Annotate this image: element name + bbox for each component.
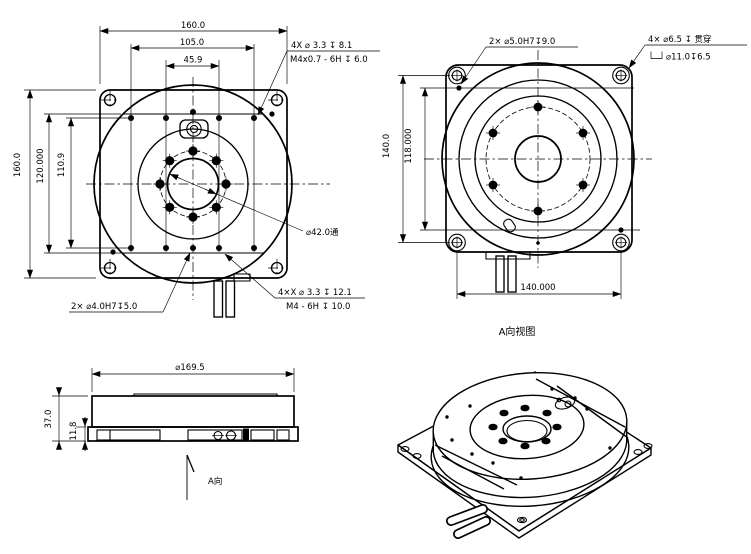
dim-aview-dowel-span-v: 118.000 xyxy=(404,128,414,163)
side-view-arrow-label: A向 xyxy=(208,476,222,487)
side-dark-clamp xyxy=(243,428,249,441)
dim-front-hole-row-span: 110.9 xyxy=(57,153,67,177)
front-hub-circle xyxy=(137,128,249,240)
iso-cables xyxy=(446,504,491,539)
note-front-center-hole: ⌀42.0通 xyxy=(306,227,339,238)
dim-side-total-height: 37.0 xyxy=(44,410,54,429)
front-cable-wires xyxy=(213,273,251,318)
a-view: 2× ⌀5.0H7↧9.0 4× ⌀6.5 ↧ 贯穿 ⌀11.0↧6.5 140… xyxy=(382,34,747,338)
dim-front-width-top: 160.0 xyxy=(181,21,205,31)
front-center-hole xyxy=(166,157,220,211)
dim-front-height-left: 160.0 xyxy=(13,153,23,177)
front-table-circle xyxy=(93,84,293,284)
front-corner-holes xyxy=(101,91,286,277)
front-leaders xyxy=(69,50,380,313)
aview-hub-circle xyxy=(474,95,602,223)
front-view: 160.0 105.0 45.9 160.0 120.000 110.9 4X … xyxy=(13,21,380,318)
dim-aview-corner-span-h: 140.000 xyxy=(520,283,555,293)
front-base-plate-outline xyxy=(99,89,288,279)
side-view: ⌀169.5 37.0 11.8 A向 xyxy=(44,363,299,500)
aview-table-circle xyxy=(441,62,635,256)
iso-center-hole-inner xyxy=(506,419,548,443)
dim-side-base-height: 11.8 xyxy=(69,422,79,441)
dim-front-bolt-row-inner: 45.9 xyxy=(184,56,203,66)
front-index-connector xyxy=(179,119,209,139)
note-front-dowel-holes: 2× ⌀4.0H7↧5.0 xyxy=(71,302,137,312)
note-front-tapped-top-2: M4x0.7 - 6H ↧ 6.0 xyxy=(290,55,368,65)
side-table-body xyxy=(91,395,295,428)
iso-base-corner-holes xyxy=(400,443,653,524)
dim-front-bolt-row-outer: 105.0 xyxy=(180,38,204,48)
front-extension-lines xyxy=(24,26,288,279)
side-platform-step xyxy=(133,393,278,396)
counterbore-symbol xyxy=(650,51,663,59)
aview-corner-counterbores xyxy=(448,66,630,252)
front-screw-hole-rows xyxy=(110,109,275,255)
iso-platform-chords xyxy=(434,378,629,490)
aview-rim-circle xyxy=(458,79,618,239)
note-aview-cbore-1: 4× ⌀6.5 ↧ 贯穿 xyxy=(648,34,711,45)
aview-base-plate-outline xyxy=(445,64,633,253)
aview-center-hole xyxy=(514,135,562,183)
aview-extension-lines xyxy=(398,75,640,299)
aview-dowel-holes xyxy=(456,85,624,245)
dim-front-platform-span: 120.000 xyxy=(36,148,46,183)
isometric-view xyxy=(397,371,653,539)
iso-base-thickness xyxy=(397,444,652,539)
dim-side-diameter: ⌀169.5 xyxy=(175,363,204,373)
note-front-tapped-bottom-1: 4×X ⌀ 3.3 ↧ 12.1 xyxy=(278,288,352,298)
aview-leaders xyxy=(460,44,747,85)
side-view-direction-arrow xyxy=(186,454,195,500)
note-front-tapped-bottom-2: M4 - 6H ↧ 10.0 xyxy=(286,302,350,312)
iso-bolt-holes xyxy=(488,404,562,450)
aview-dimension-lines xyxy=(399,75,622,298)
front-bolt-holes xyxy=(153,144,233,224)
side-base-body xyxy=(87,426,299,442)
iso-hub xyxy=(469,394,585,460)
note-aview-cbore-2: ⌀11.0↧6.5 xyxy=(666,53,711,63)
iso-top-screw-dots xyxy=(445,387,612,480)
aview-cable-wires xyxy=(485,252,531,293)
side-base-slots xyxy=(96,428,290,441)
aview-caption: A向视图 xyxy=(499,325,536,338)
front-dimension-lines xyxy=(26,27,288,279)
note-aview-dowel: 2× ⌀5.0H7↧9.0 xyxy=(489,37,555,47)
iso-index-connector xyxy=(554,396,576,410)
aview-index-tab xyxy=(503,218,516,233)
dim-aview-corner-span-v: 140.0 xyxy=(382,134,392,158)
note-front-tapped-top-1: 4X ⌀ 3.3 ↧ 8.1 xyxy=(291,41,352,51)
side-dimension-lines xyxy=(55,370,295,451)
aview-bolt-holes xyxy=(486,100,590,218)
